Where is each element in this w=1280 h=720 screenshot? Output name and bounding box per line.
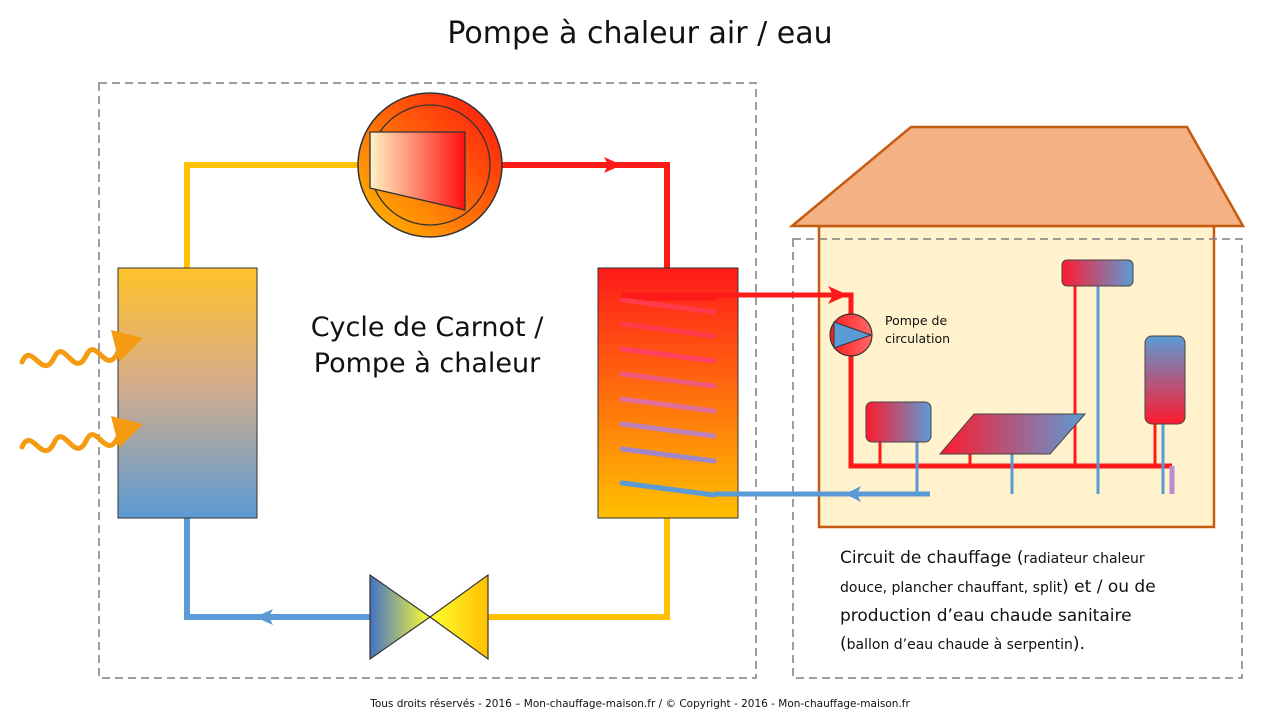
heat-arrow-lower-icon xyxy=(111,416,143,448)
circulation-pump-triangle-icon xyxy=(833,321,873,349)
house xyxy=(788,125,1246,529)
pump-label-line1: Pompe de xyxy=(885,313,948,328)
condenser-coil xyxy=(619,295,717,498)
pump-label: Pompe de circulation xyxy=(885,312,950,348)
pipe-liquid xyxy=(488,518,670,620)
circuit-line4-small: ballon d’eau chaude à serpentin xyxy=(846,637,1073,653)
compressor xyxy=(357,92,503,238)
pipe-suction xyxy=(184,162,360,268)
circuit-frame xyxy=(792,238,1243,679)
cycle-label-line2: Pompe à chaleur xyxy=(313,348,541,379)
cycle-label-line1: Cycle de Carnot / xyxy=(310,312,544,343)
radiator-icon xyxy=(865,401,932,443)
house-roof xyxy=(788,125,1246,228)
valve-right-triangle-icon xyxy=(428,573,489,661)
circuit-line4-open: ( xyxy=(840,634,847,654)
pipe-expansion-out xyxy=(184,518,372,620)
cycle-label: Cycle de Carnot / Pompe à chaleur xyxy=(282,310,572,382)
circuit-line3: production d’eau chaude sanitaire xyxy=(840,606,1132,626)
valve-left-triangle-icon xyxy=(369,573,432,661)
pump-label-line2: circulation xyxy=(885,331,951,346)
circulation-pump xyxy=(829,313,873,357)
circuit-line2-main: ) et / ou de xyxy=(1062,577,1156,597)
compressor-triangle-icon xyxy=(369,131,466,211)
circuit-line2-small: douce, plancher chauffant, split xyxy=(840,580,1063,596)
page-title: Pompe à chaleur air / eau xyxy=(447,16,833,51)
flow-arrow-circuit-cold-icon xyxy=(845,486,861,502)
circuit-line1-small: radiateur chaleur xyxy=(1023,551,1145,567)
circuit-description: Circuit de chauffage (radiateur chaleur … xyxy=(840,544,1240,659)
heating-circuit xyxy=(622,285,1175,497)
flow-arrow-cold-icon xyxy=(255,609,273,625)
heat-wave-lower-icon xyxy=(19,432,121,454)
circuit-line1: Circuit de chauffage (radiateur chaleur xyxy=(840,544,1240,573)
circuit-line1-main: Circuit de chauffage ( xyxy=(840,548,1024,568)
underfloor-heating-icon xyxy=(938,413,1087,455)
pipe-discharge xyxy=(500,162,670,268)
heat-wave-upper-icon xyxy=(19,347,121,369)
heat-input xyxy=(19,347,121,454)
heat-arrow-upper-icon xyxy=(111,330,143,362)
circuit-line4: (ballon d’eau chaude à serpentin). xyxy=(840,630,1240,659)
circuit-line4-close: ). xyxy=(1072,634,1085,654)
flow-arrow-circuit-hot-icon xyxy=(828,286,848,304)
cycle-frame xyxy=(98,82,757,679)
evaporator xyxy=(117,267,258,519)
flow-arrow-hot-icon xyxy=(604,157,622,173)
footer-copyright: Tous droits réservés - 2016 – Mon-chauff… xyxy=(370,698,910,710)
circuit-line2: douce, plancher chauffant, split) et / o… xyxy=(840,573,1240,602)
expansion-valve xyxy=(369,573,489,661)
hot-water-tank-icon xyxy=(1144,335,1186,425)
split-unit-icon xyxy=(1061,259,1134,287)
